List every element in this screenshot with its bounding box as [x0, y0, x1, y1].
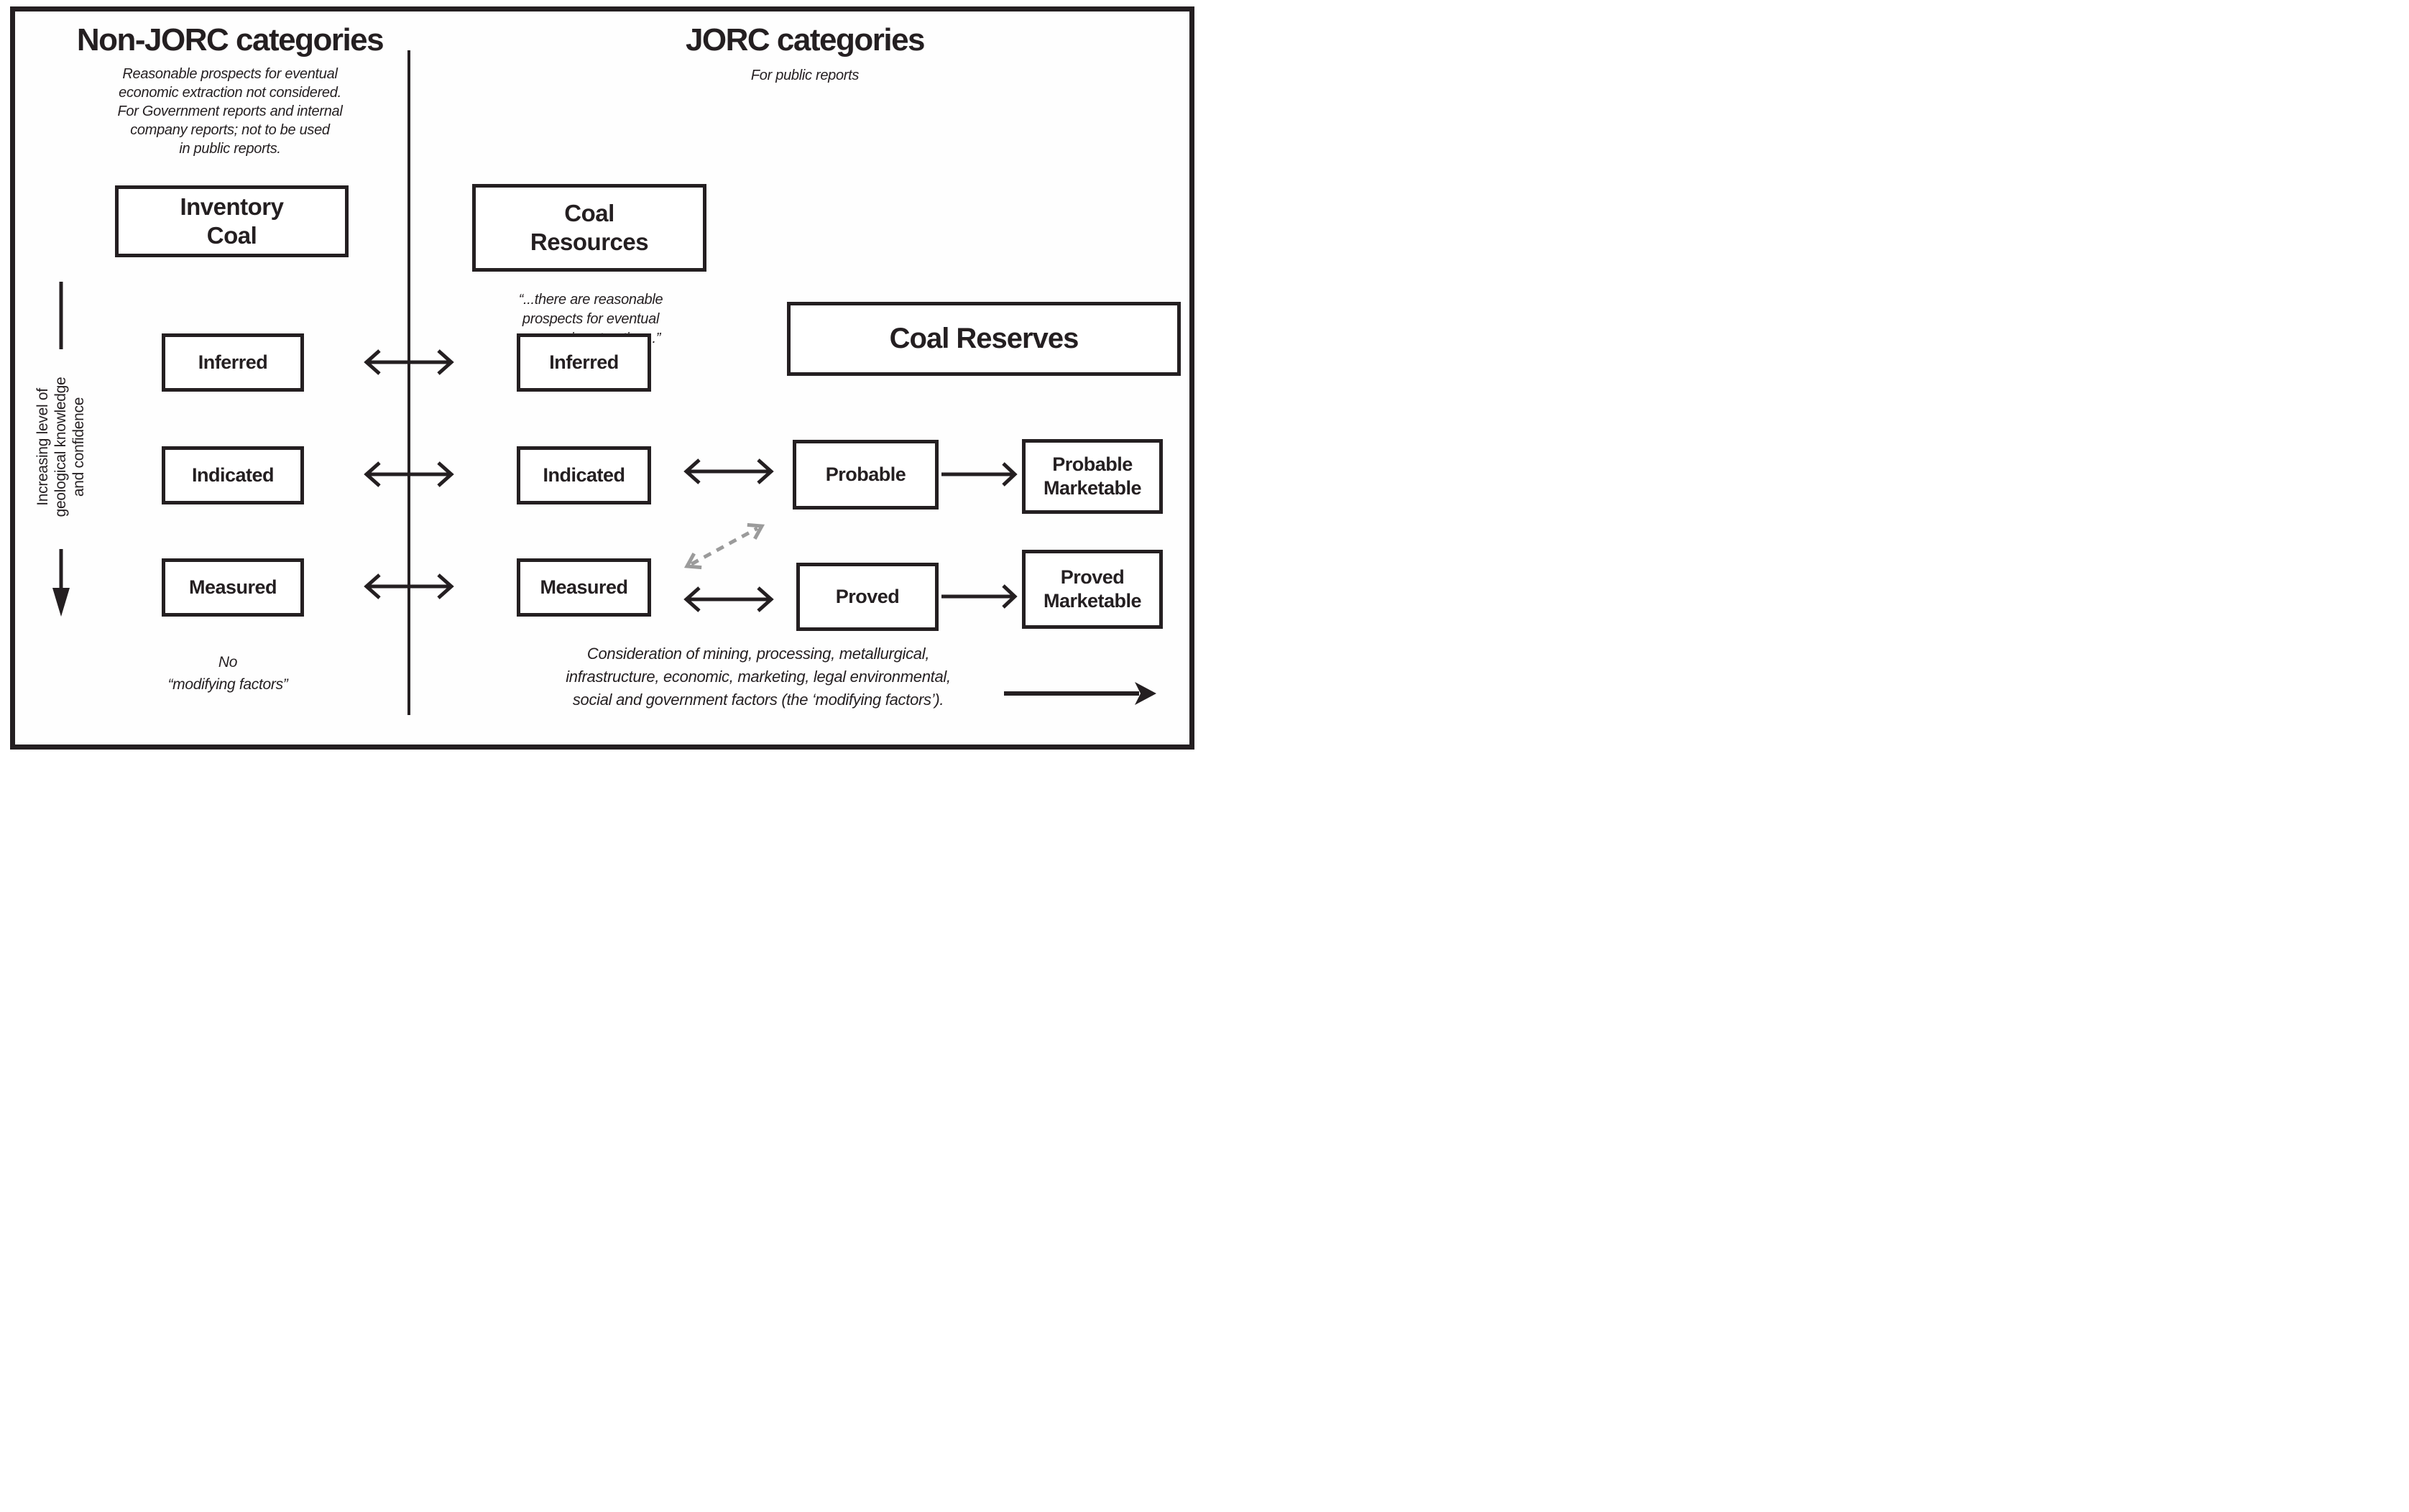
jorc-footnote-line: infrastructure, economic, marketing, leg… [566, 668, 951, 686]
non-jorc-footnote: No “modifying factors” [98, 651, 357, 696]
inventory-coal-box: Inventory Coal [115, 185, 349, 257]
jorc-classification-diagram: Non-JORC categories Reasonable prospects… [0, 0, 1204, 756]
coal-reserves-label: Coal Reserves [889, 323, 1079, 355]
knowledge-axis-label-line: and confidence [70, 397, 87, 497]
non-jorc-subtitle-line: in public reports. [179, 141, 281, 157]
jorc-footnote-line: social and government factors (the ‘modi… [572, 691, 944, 709]
non-jorc-inferred-label: Inferred [198, 351, 268, 374]
coal-resources-label-line1: Coal [564, 199, 614, 226]
arrow-probable-marketable-icon [941, 462, 1018, 487]
jorc-measured-box: Measured [517, 558, 651, 617]
jorc-footnote-line: Consideration of mining, processing, met… [586, 645, 930, 663]
jorc-measured-label: Measured [540, 576, 628, 599]
inventory-coal-label-line2: Coal [206, 222, 257, 249]
coal-reserves-box: Coal Reserves [787, 302, 1181, 376]
proved-marketable-label-line2: Marketable [1043, 590, 1142, 612]
knowledge-axis-label-line: geological knowledge [52, 377, 69, 517]
probable-box: Probable [793, 440, 939, 510]
coal-resources-quote-line: prospects for eventual [522, 311, 660, 327]
coal-resources-label-line2: Resources [530, 229, 649, 255]
non-jorc-subtitle-line: economic extraction not considered. [119, 85, 341, 101]
double-arrow-inferred-icon [364, 349, 454, 375]
non-jorc-title: Non-JORC categories [76, 22, 384, 57]
probable-label: Probable [825, 464, 906, 486]
knowledge-axis-label-line: Increasing level of [34, 388, 51, 506]
knowledge-axis-label: Increasing level of geological knowledge… [34, 346, 88, 548]
jorc-footnote: Consideration of mining, processing, met… [503, 642, 1013, 711]
jorc-indicated-label: Indicated [543, 464, 625, 487]
non-jorc-measured-box: Measured [162, 558, 304, 617]
arrow-proved-marketable-icon [941, 584, 1018, 609]
jorc-subtitle: For public reports [750, 68, 860, 83]
non-jorc-indicated-box: Indicated [162, 446, 304, 504]
coal-resources-box: Coal Resources [472, 184, 706, 272]
probable-marketable-box: Probable Marketable [1022, 439, 1163, 514]
proved-marketable-box: Proved Marketable [1022, 550, 1163, 629]
non-jorc-subtitle-line: For Government reports and internal [117, 103, 343, 119]
non-jorc-footnote-line: “modifying factors” [167, 676, 288, 693]
proved-marketable-label-line1: Proved [1060, 566, 1125, 589]
modifying-factors-arrow-icon [1004, 682, 1156, 705]
double-arrow-measured-icon [364, 573, 454, 599]
double-arrow-indicated-icon [364, 461, 454, 487]
coal-resources-quote-line: “...there are reasonable [518, 292, 663, 308]
jorc-inferred-label: Inferred [549, 351, 619, 374]
non-jorc-subtitle-line: company reports; not to be used [130, 122, 330, 138]
jorc-title: JORC categories [685, 22, 926, 57]
non-jorc-subtitle-line: Reasonable prospects for eventual [122, 66, 338, 82]
non-jorc-inferred-box: Inferred [162, 333, 304, 392]
proved-box: Proved [796, 563, 939, 631]
probable-marketable-label-line1: Probable [1052, 453, 1133, 476]
inventory-coal-label-line1: Inventory [180, 193, 284, 220]
dashed-link-arrow-icon [683, 522, 765, 570]
section-divider-line [407, 50, 410, 715]
non-jorc-indicated-label: Indicated [191, 464, 275, 487]
knowledge-axis-arrow-icon [52, 282, 70, 617]
jorc-inferred-box: Inferred [517, 333, 651, 392]
proved-label: Proved [835, 586, 900, 608]
non-jorc-footnote-line: No [218, 654, 238, 670]
non-jorc-measured-label: Measured [188, 576, 277, 599]
probable-marketable-label-line2: Marketable [1043, 477, 1142, 499]
double-arrow-indicated-probable-icon [683, 458, 774, 484]
jorc-indicated-box: Indicated [517, 446, 651, 504]
double-arrow-measured-proved-icon [683, 586, 774, 612]
non-jorc-subtitle: Reasonable prospects for eventual econom… [68, 65, 392, 158]
